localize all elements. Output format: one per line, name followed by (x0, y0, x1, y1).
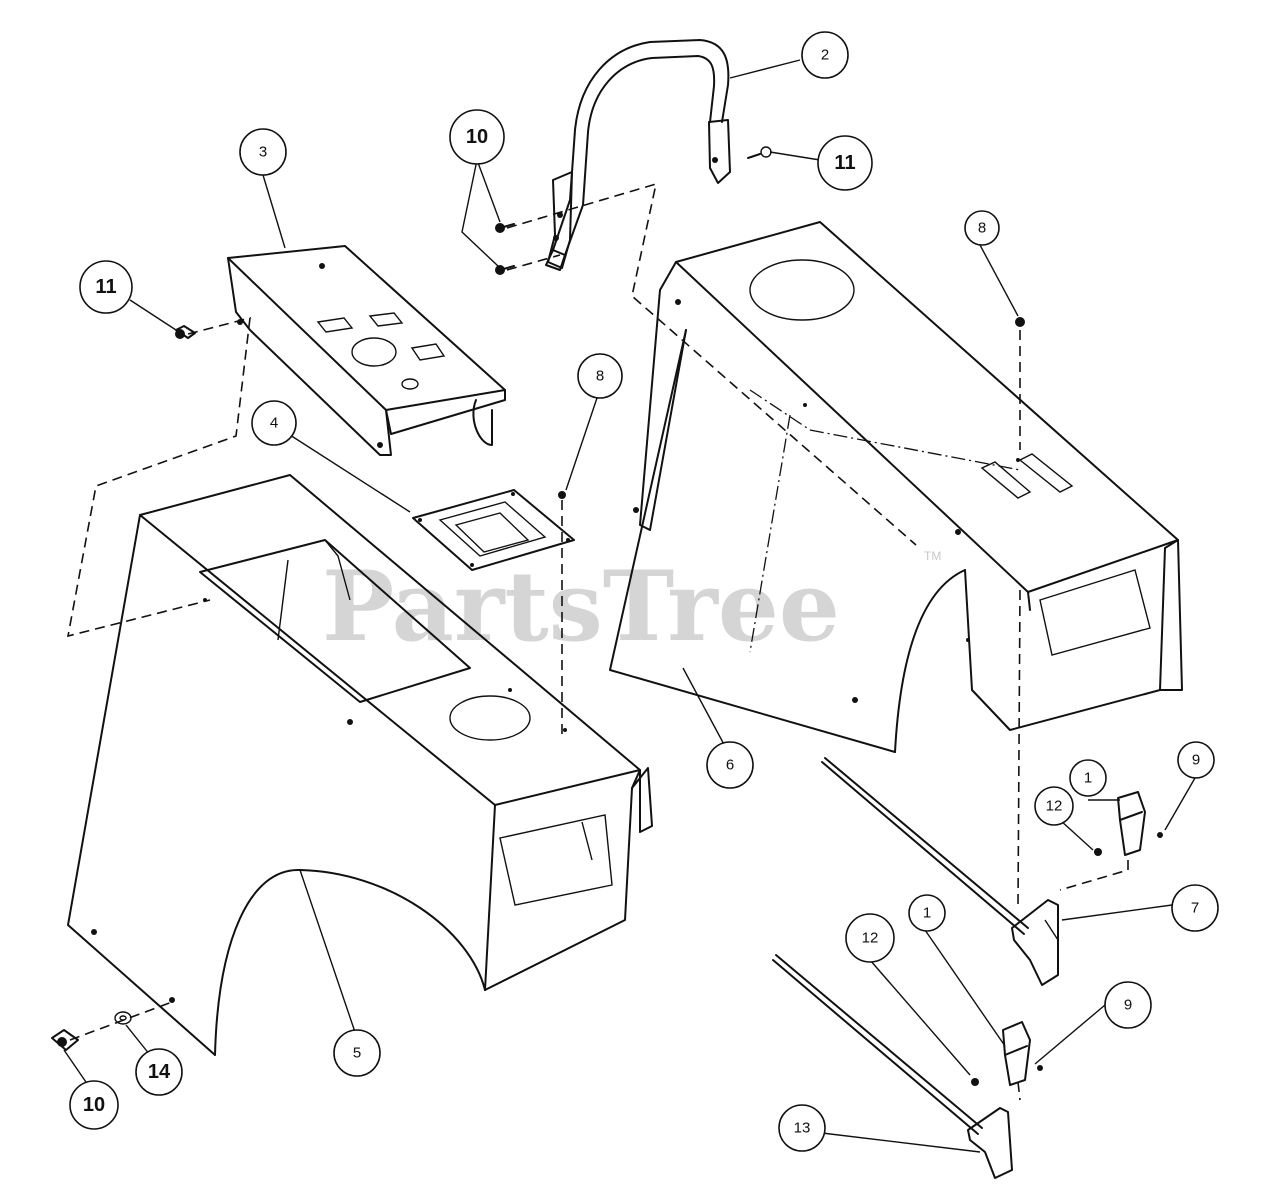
bracket-13 (967, 1107, 1013, 1179)
lever-upper (1094, 791, 1163, 856)
svg-text:12: 12 (1046, 798, 1063, 815)
svg-text:5: 5 (353, 1045, 361, 1062)
rod-upper (821, 757, 1029, 935)
svg-text:14: 14 (148, 1061, 171, 1083)
bolt-bottom-left (51, 1029, 79, 1051)
callout-10-top: 10 (449, 109, 505, 165)
bracket-7 (1011, 899, 1059, 986)
svg-text:8: 8 (596, 368, 604, 385)
svg-text:6: 6 (726, 757, 734, 774)
dash-panel-part (227, 245, 506, 456)
callout-8-center: 8 (577, 353, 623, 399)
callout-3: 3 (239, 128, 287, 176)
bolt-handle-lower (495, 265, 515, 275)
svg-text:10: 10 (83, 1094, 105, 1116)
svg-text:2: 2 (821, 47, 829, 64)
callout-1-lower: 1 (908, 894, 946, 932)
callout-6: 6 (706, 741, 754, 789)
assembly-lines (66, 182, 1129, 1101)
bolt-right-8 (1015, 317, 1025, 327)
plate-part (412, 489, 575, 571)
svg-text:3: 3 (259, 144, 267, 161)
svg-text:13: 13 (794, 1120, 811, 1137)
svg-text:11: 11 (834, 152, 855, 174)
lever-lower (971, 1021, 1043, 1086)
callout-5: 5 (333, 1029, 381, 1077)
callout-9-upper: 9 (1177, 741, 1215, 779)
svg-text:4: 4 (270, 415, 278, 432)
bolt-center-8 (558, 491, 566, 499)
left-console-part (67, 474, 653, 1056)
bolt-handle-right (747, 146, 772, 159)
watermark-trademark: TM (924, 549, 941, 563)
svg-text:1: 1 (1084, 770, 1092, 787)
callout-11-left: 11 (79, 260, 133, 314)
callout-14: 14 (135, 1048, 183, 1096)
bolt-handle-upper (495, 223, 515, 233)
callout-12-lower: 12 (845, 913, 895, 963)
watermark-text: PartsTree (322, 550, 840, 663)
callout-4: 4 (251, 400, 297, 446)
svg-text:11: 11 (95, 276, 116, 298)
callout-10-bottom: 10 (69, 1080, 119, 1130)
svg-text:1: 1 (923, 905, 931, 922)
svg-text:8: 8 (978, 220, 986, 237)
callout-9-lower: 9 (1104, 981, 1152, 1029)
callout-7: 7 (1171, 884, 1219, 932)
callout-12-upper: 12 (1034, 786, 1074, 826)
handle-bar-part (545, 39, 731, 271)
callout-8-right: 8 (964, 210, 1000, 246)
callout-11-top: 11 (817, 135, 873, 191)
callout-2: 2 (801, 31, 849, 79)
callout-13: 13 (778, 1104, 826, 1152)
svg-text:9: 9 (1192, 752, 1200, 769)
callout-1-upper: 1 (1069, 759, 1107, 797)
svg-text:10: 10 (466, 126, 488, 148)
right-console-part (609, 221, 1183, 753)
svg-text:7: 7 (1191, 900, 1199, 917)
rod-lower (772, 954, 983, 1135)
leader-lines (63, 59, 1196, 1153)
svg-text:9: 9 (1124, 997, 1132, 1014)
svg-text:12: 12 (862, 930, 879, 947)
